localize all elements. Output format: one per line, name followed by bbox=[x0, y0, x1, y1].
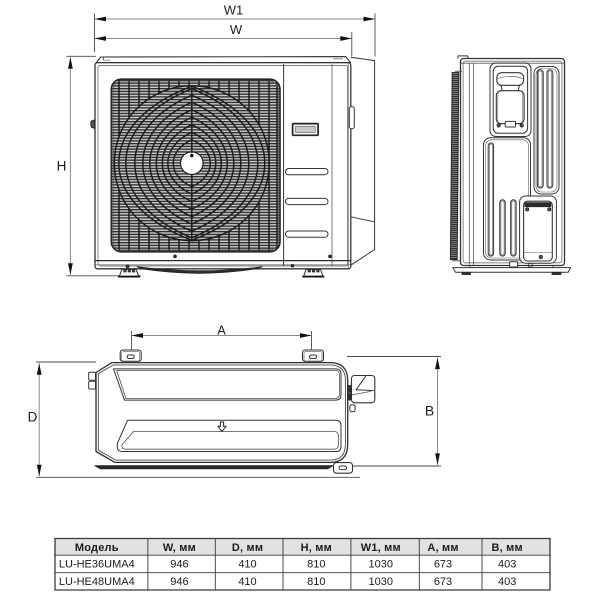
svg-text:W1: W1 bbox=[224, 3, 244, 18]
svg-text:410: 410 bbox=[238, 576, 256, 588]
svg-text:H: H bbox=[57, 159, 67, 174]
svg-text:B: B bbox=[425, 403, 434, 419]
svg-text:W1, мм: W1, мм bbox=[361, 542, 401, 554]
svg-text:LU-HE36UMA4: LU-HE36UMA4 bbox=[59, 558, 135, 570]
svg-text:810: 810 bbox=[307, 576, 325, 588]
svg-text:A: A bbox=[217, 323, 226, 337]
svg-text:946: 946 bbox=[170, 558, 188, 570]
svg-text:810: 810 bbox=[307, 558, 325, 570]
svg-text:LU-HE48UMA4: LU-HE48UMA4 bbox=[59, 576, 135, 588]
svg-text:403: 403 bbox=[498, 576, 516, 588]
svg-text:B, мм: B, мм bbox=[492, 542, 523, 554]
svg-text:673: 673 bbox=[434, 576, 452, 588]
svg-text:H, мм: H, мм bbox=[301, 542, 332, 554]
svg-text:D, мм: D, мм bbox=[232, 542, 263, 554]
svg-text:403: 403 bbox=[498, 558, 516, 570]
svg-text:A, мм: A, мм bbox=[427, 542, 458, 554]
svg-text:W: W bbox=[230, 22, 243, 37]
svg-text:1030: 1030 bbox=[369, 576, 393, 588]
svg-text:1030: 1030 bbox=[369, 558, 393, 570]
svg-text:946: 946 bbox=[170, 576, 188, 588]
svg-text:D: D bbox=[28, 410, 38, 425]
svg-text:Модель: Модель bbox=[75, 542, 119, 554]
svg-text:410: 410 bbox=[238, 558, 256, 570]
svg-text:673: 673 bbox=[434, 558, 452, 570]
svg-text:W, мм: W, мм bbox=[163, 542, 196, 554]
